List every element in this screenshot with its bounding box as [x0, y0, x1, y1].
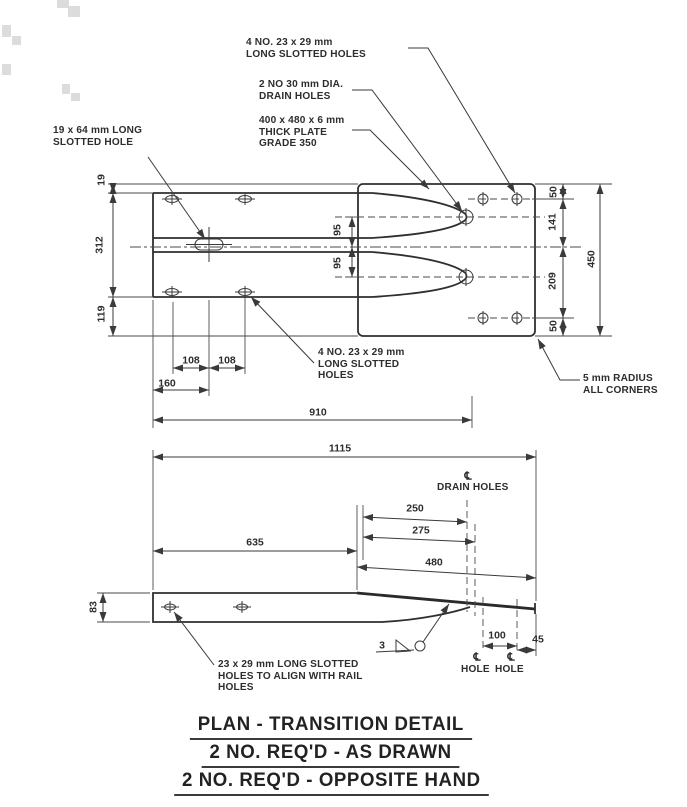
- dim-312: 312: [93, 236, 106, 254]
- scan-artifact: [68, 6, 80, 17]
- plan-leader-lines: [147, 47, 580, 381]
- note-slotted-holes-bottom: 4 NO. 23 x 29 mm LONG SLOTTED HOLES: [318, 346, 405, 381]
- dim-45: 45: [532, 633, 544, 646]
- note-radius: 5 mm RADIUS ALL CORNERS: [583, 372, 658, 396]
- qty-note-as-drawn: 2 NO. REQ'D - AS DRAWN: [202, 742, 460, 768]
- side-dimension-lines: [99, 453, 537, 654]
- dim-250: 250: [406, 502, 424, 515]
- scan-artifact: [12, 36, 21, 45]
- plan-view: [108, 47, 612, 428]
- slot-19x64: [186, 227, 232, 262]
- centerline-symbol: ℄: [473, 651, 481, 664]
- qty-note-opposite: 2 NO. REQ'D - OPPOSITE HAND: [173, 770, 489, 796]
- dim-119: 119: [95, 305, 108, 323]
- dim-209: 209: [546, 272, 559, 290]
- scan-artifact: [71, 93, 80, 101]
- plan-extension-lines: [108, 183, 612, 428]
- rail-slotted-holes: [162, 193, 255, 298]
- dim-19: 19: [95, 174, 108, 186]
- scan-artifact: [62, 84, 70, 94]
- scan-artifact: [57, 0, 69, 8]
- label-drain-holes-side: DRAIN HOLES: [437, 481, 509, 493]
- drawing-title: PLAN - TRANSITION DETAIL: [190, 714, 472, 740]
- dim-910: 910: [309, 406, 327, 419]
- rail-lower-finger: [153, 251, 468, 298]
- dim-95-upper: 95: [331, 224, 344, 236]
- side-view: [97, 450, 537, 666]
- plate-outline: [357, 183, 536, 337]
- note-drain-holes: 2 NO 30 mm DIA. DRAIN HOLES: [259, 78, 344, 102]
- rail-holes-leader: [173, 611, 215, 666]
- rail-side-outline: [152, 592, 471, 623]
- label-hole-left: HOLE: [461, 663, 490, 675]
- dim-50-top: 50: [547, 186, 560, 198]
- dim-141: 141: [546, 213, 559, 231]
- label-hole-right: HOLE: [495, 663, 524, 675]
- weld-symbol: [375, 603, 450, 653]
- dim-160: 160: [158, 377, 176, 390]
- dim-108-b: 108: [218, 354, 236, 367]
- dim-100: 100: [488, 629, 506, 642]
- note-slot-19x64: 19 x 64 mm LONG SLOTTED HOLE: [53, 124, 143, 148]
- note-rail-holes: 23 x 29 mm LONG SLOTTED HOLES TO ALIGN W…: [218, 658, 363, 693]
- note-slotted-holes-top: 4 NO. 23 x 29 mm LONG SLOTTED HOLES: [246, 36, 366, 60]
- plan-dimension-lines: [109, 183, 604, 424]
- dim-95-lower: 95: [331, 257, 344, 269]
- centerline-symbol: ℄: [464, 470, 472, 483]
- note-thick-plate: 400 x 480 x 6 mm THICK PLATE GRADE 350: [259, 114, 345, 149]
- scan-artifact: [2, 25, 11, 37]
- dim-108-a: 108: [182, 354, 200, 367]
- title-block: PLAN - TRANSITION DETAIL 2 NO. REQ'D - A…: [0, 714, 662, 796]
- scan-artifact: [2, 64, 11, 75]
- rail-side-slots: [161, 601, 251, 613]
- weld-size-label: 3: [379, 639, 385, 652]
- dim-635: 635: [246, 536, 264, 549]
- dim-275: 275: [412, 524, 430, 537]
- plate-side-edge: [356, 591, 536, 611]
- dim-450: 450: [585, 250, 598, 268]
- dim-50-bottom: 50: [547, 320, 560, 332]
- dim-1115: 1115: [328, 442, 352, 455]
- dim-83: 83: [87, 601, 100, 613]
- plate-corner-holes: [468, 192, 532, 325]
- centerline-symbol: ℄: [507, 651, 515, 664]
- dim-480: 480: [425, 556, 443, 569]
